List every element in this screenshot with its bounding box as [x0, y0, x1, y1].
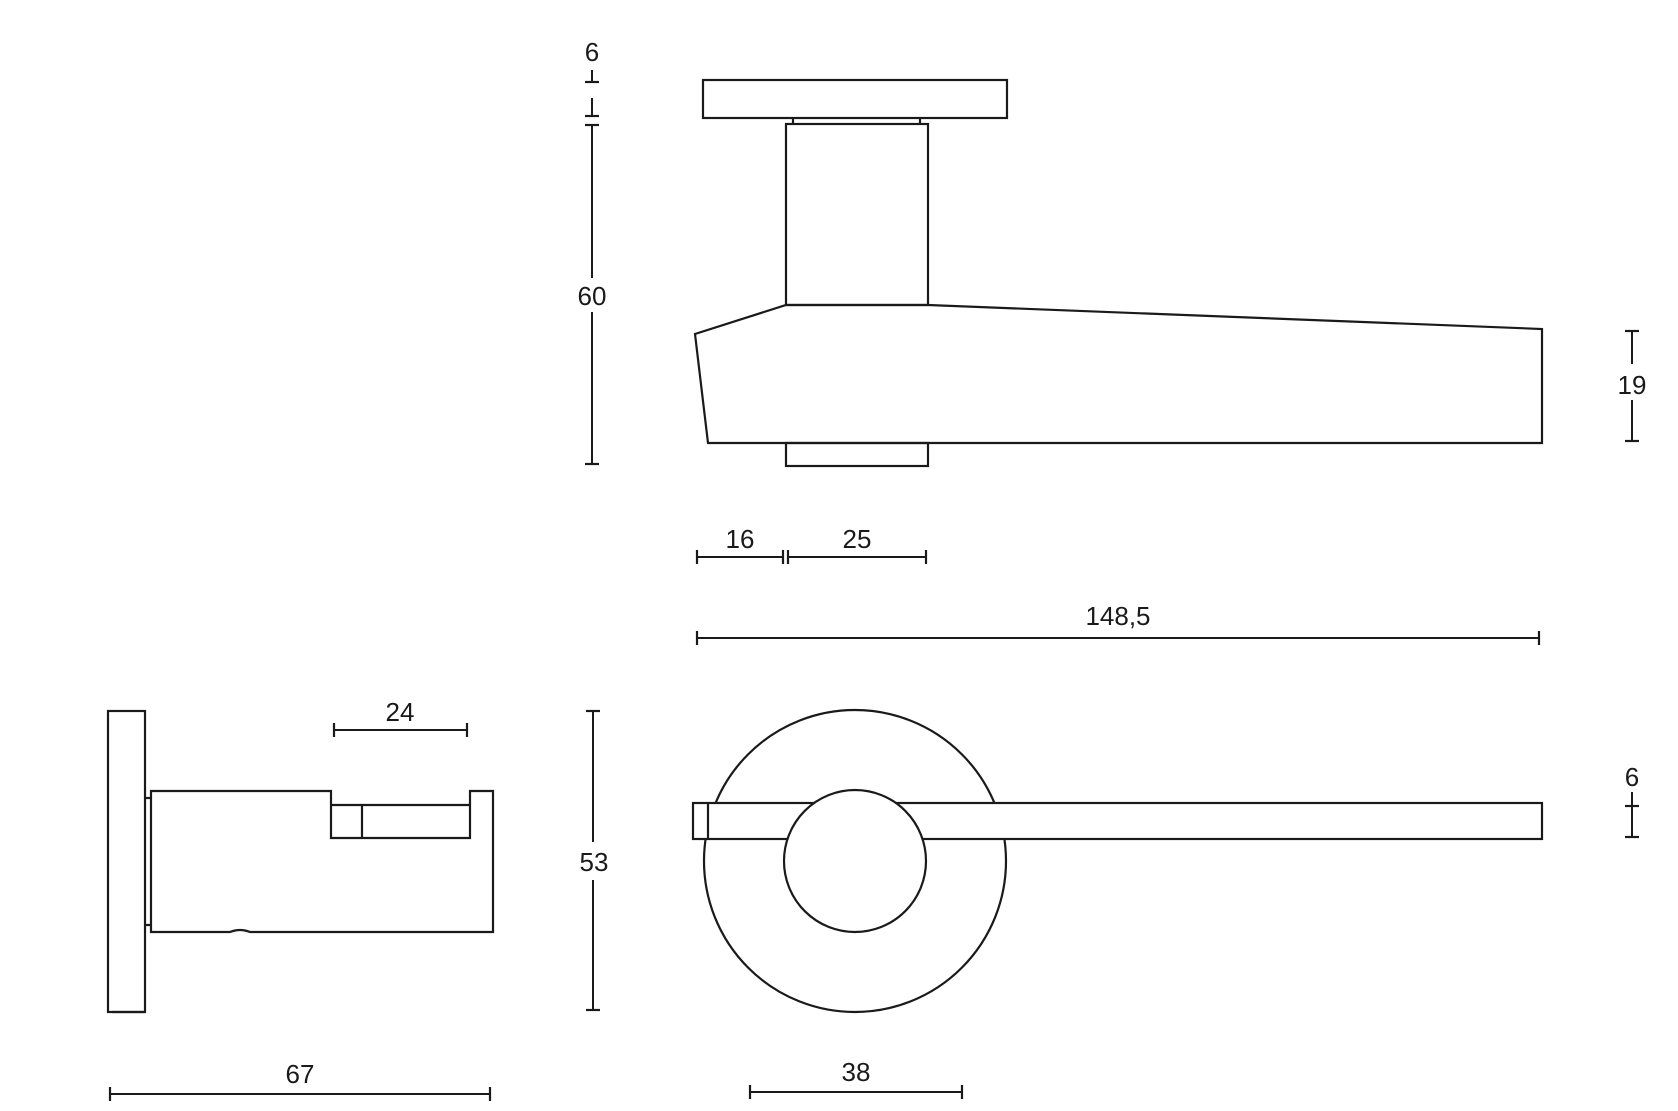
dim-label-side-slot-width: 24 [386, 697, 415, 727]
dim-label-rose-thickness: 6 [585, 37, 599, 67]
front-view [693, 78, 1544, 468]
dim-neck-diameter: 38 [748, 1057, 964, 1099]
lever-bar [691, 801, 1544, 841]
rose-plate [701, 78, 1009, 120]
neck-bottom [784, 441, 930, 468]
dim-lever-bar-width: 6 [1625, 762, 1639, 839]
top-view [691, 708, 1544, 1014]
dim-label-side-depth: 67 [286, 1059, 315, 1089]
neck-circle [782, 788, 928, 934]
dim-rose-thickness: 6 [585, 37, 599, 118]
dim-total-length: 148,5 [695, 601, 1541, 645]
side-body [149, 789, 495, 934]
dim-label-total-length: 148,5 [1085, 601, 1150, 631]
dim-handle-height: 60 [578, 123, 607, 466]
dim-rose-diameter: 53 [580, 709, 609, 1012]
dim-label-lever-bar-width: 6 [1625, 762, 1639, 792]
dim-label-neck-offset: 16 [726, 524, 755, 554]
dim-label-handle-height: 60 [578, 281, 607, 311]
rose-circle [702, 708, 1008, 1014]
dim-neck-width: 25 [786, 524, 928, 564]
side-view [106, 709, 495, 1014]
dim-label-lever-thickness: 19 [1618, 370, 1647, 400]
dim-label-rose-diameter: 53 [580, 847, 609, 877]
dim-side-slot-width: 24 [332, 697, 469, 737]
dim-label-neck-width: 25 [843, 524, 872, 554]
dim-neck-offset: 16 [695, 524, 785, 564]
side-rose-plate [106, 709, 147, 1014]
dim-lever-thickness: 19 [1618, 329, 1647, 443]
lever-handle [693, 303, 1544, 445]
handle-neck [784, 122, 930, 307]
dim-side-depth: 67 [108, 1059, 492, 1101]
dim-label-neck-diameter: 38 [842, 1057, 871, 1087]
